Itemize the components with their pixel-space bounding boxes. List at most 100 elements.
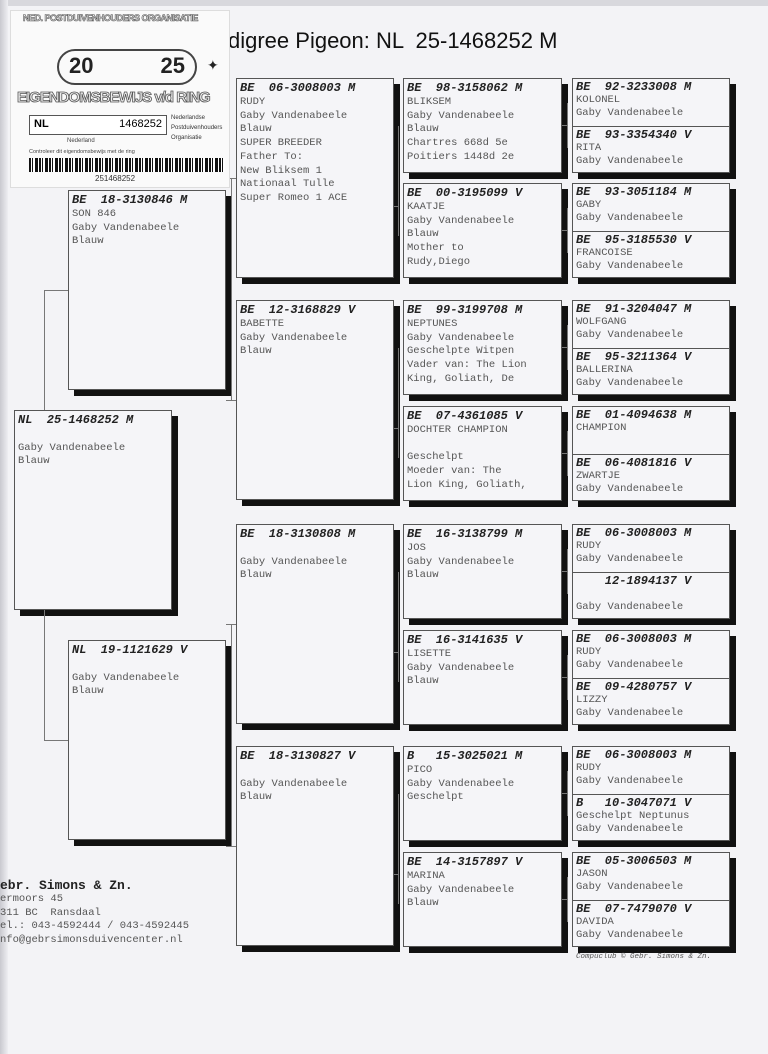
connector-line — [567, 208, 568, 253]
pigeon-detail-line: Poitiers 1448d 2e — [407, 150, 515, 163]
ring-number: BE 92-3233008 M — [576, 80, 692, 94]
connector-line — [394, 874, 398, 875]
pigeon-detail-line: Gaby Vandenabeele — [576, 211, 684, 224]
barcode-number: 251468252 — [95, 174, 136, 183]
pigeon-detail-line: Vader van: The Lion — [407, 359, 527, 372]
pigeon-detail-line — [240, 542, 390, 556]
ring-number: NL 25-1468252 M — [18, 413, 134, 427]
pigeon-detail-line: Gaby Vandenabeele — [240, 555, 348, 568]
company-phone: el.: 043-4592444 / 043-4592445 — [0, 920, 190, 932]
pigeon-detail-line: Blauw — [407, 228, 439, 241]
connector-line — [394, 428, 398, 429]
pigeon-detail-line: Gaby Vandenabeele — [407, 883, 515, 896]
ring-number: NL 19-1121629 V — [72, 643, 188, 657]
pigeon-detail-line: WOLFGANG — [576, 316, 627, 328]
page-title: digree Pigeon: NL 25-1468252 M — [228, 28, 558, 53]
pigeon-detail-line: Gaby Vandenabeele — [240, 777, 348, 790]
pigeon-detail-line: Gaby Vandenabeele — [407, 777, 515, 790]
barcode — [29, 158, 225, 172]
connector-line — [44, 610, 45, 740]
ring-number: BE 18-3130808 M — [240, 527, 356, 541]
connector-line — [44, 290, 68, 291]
company-block: ebr. Simons & Zn. ermoors 45 311 BC Rans… — [0, 878, 189, 947]
company-name: ebr. Simons & Zn. — [0, 878, 133, 893]
connector-line — [226, 846, 236, 847]
sticker-control-text: Controleer dit eigendomsbewijs met de ri… — [29, 149, 135, 155]
pigeon-detail-line: Gaby Vandenabeele — [72, 221, 180, 234]
pigeon-detail-line: Mother to — [407, 242, 464, 255]
ring-number: BE 06-3008003 M — [240, 81, 356, 95]
connector-line — [226, 178, 236, 179]
pigeon-detail-line: KAATJE — [407, 201, 445, 213]
pigeon-detail-line: CHAMPION — [576, 422, 627, 434]
connector-line — [226, 624, 236, 625]
pigeon-detail-line: Rudy,Diego — [407, 255, 471, 268]
ring-certificate-sticker: NED. POSTDUIVENHOUDERS ORGANISATIE 20 25… — [10, 10, 230, 188]
pigeon-detail-line: Gaby Vandenabeele — [576, 658, 684, 671]
pigeon-detail-line: Blauw — [72, 685, 104, 698]
connector-line — [567, 431, 568, 476]
sticker-land: Nederland — [67, 138, 95, 144]
pigeon-detail-line: Nationaal Tulle — [240, 178, 335, 191]
connector-line — [226, 400, 236, 401]
pigeon-detail-line: Gaby Vandenabeele — [576, 328, 684, 341]
pigeon-detail-line: Gaby Vandenabeele — [576, 706, 684, 719]
pigeon-detail-line — [576, 588, 726, 601]
pigeon-detail-line: Blauw — [240, 791, 272, 804]
pigeon-detail-line: BLIKSEM — [407, 96, 452, 108]
sticker-ring-field: NL 1468252 — [29, 115, 167, 135]
connector-line — [398, 794, 399, 904]
pigeon-detail-line: Blauw — [407, 569, 439, 582]
ring-number: BE 00-3195099 V — [407, 186, 523, 200]
pigeon-detail-line: Super Romeo 1 ACE — [240, 191, 348, 204]
pigeon-detail-line: Blauw — [240, 569, 272, 582]
connector-line — [562, 793, 567, 794]
ring-number: BE 06-3008003 M — [576, 526, 692, 540]
ring-number: BE 91-3204047 M — [576, 302, 692, 316]
pigeon-detail-line: Gaby Vandenabeele — [407, 661, 515, 674]
ring-number: BE 18-3130827 V — [240, 749, 356, 763]
pigeon-detail-line: Gaby Vandenabeele — [407, 109, 515, 122]
pigeon-detail-line: SUPER BREEDER — [240, 137, 322, 150]
connector-line — [562, 899, 567, 900]
pigeon-detail-line: Father To: — [240, 150, 304, 163]
pigeon-detail-line — [407, 438, 558, 452]
pigeon-detail-line: Blauw — [407, 897, 439, 910]
pigeon-detail-line: Gaby Vandenabeele — [576, 106, 684, 119]
company-email: nfo@gebrsimonsduivencenter.nl — [0, 933, 183, 946]
pigeon-detail-line: MARINA — [407, 870, 445, 882]
connector-line — [231, 624, 232, 846]
ring-number: B 10-3047071 V — [576, 796, 692, 810]
connector-line — [231, 178, 232, 400]
pigeon-detail-line: RUDY — [576, 646, 602, 658]
ring-number: BE 16-3138799 M — [407, 527, 523, 541]
connector-line — [398, 126, 399, 236]
pigeon-detail-line: King, Goliath, De — [407, 372, 515, 385]
connector-line — [562, 125, 567, 126]
pigeon-detail-line: Gaby Vandenabeele — [576, 928, 684, 941]
pigeon-detail-line: RITA — [576, 142, 602, 154]
pigeon-detail-line: RUDY — [240, 96, 266, 108]
ring-number: B 15-3025021 M — [407, 749, 523, 763]
connector-line — [567, 877, 568, 922]
connector-line — [562, 453, 567, 454]
connector-line — [44, 290, 45, 410]
pigeon-detail-line: Blauw — [72, 235, 104, 248]
pigeon-detail-line: Lion King, Goliath, — [407, 478, 527, 491]
sticker-ring-number: 1468252 — [119, 118, 162, 130]
sticker-year-right: 25 — [160, 53, 185, 78]
pigeon-detail-line: Gaby Vandenabeele — [576, 552, 684, 565]
pigeon-detail-line: Gaby Vandenabeele — [240, 109, 348, 122]
pigeon-detail-line: Gaby Vandenabeele — [240, 331, 348, 344]
ring-number: 12-1894137 V — [576, 574, 692, 588]
